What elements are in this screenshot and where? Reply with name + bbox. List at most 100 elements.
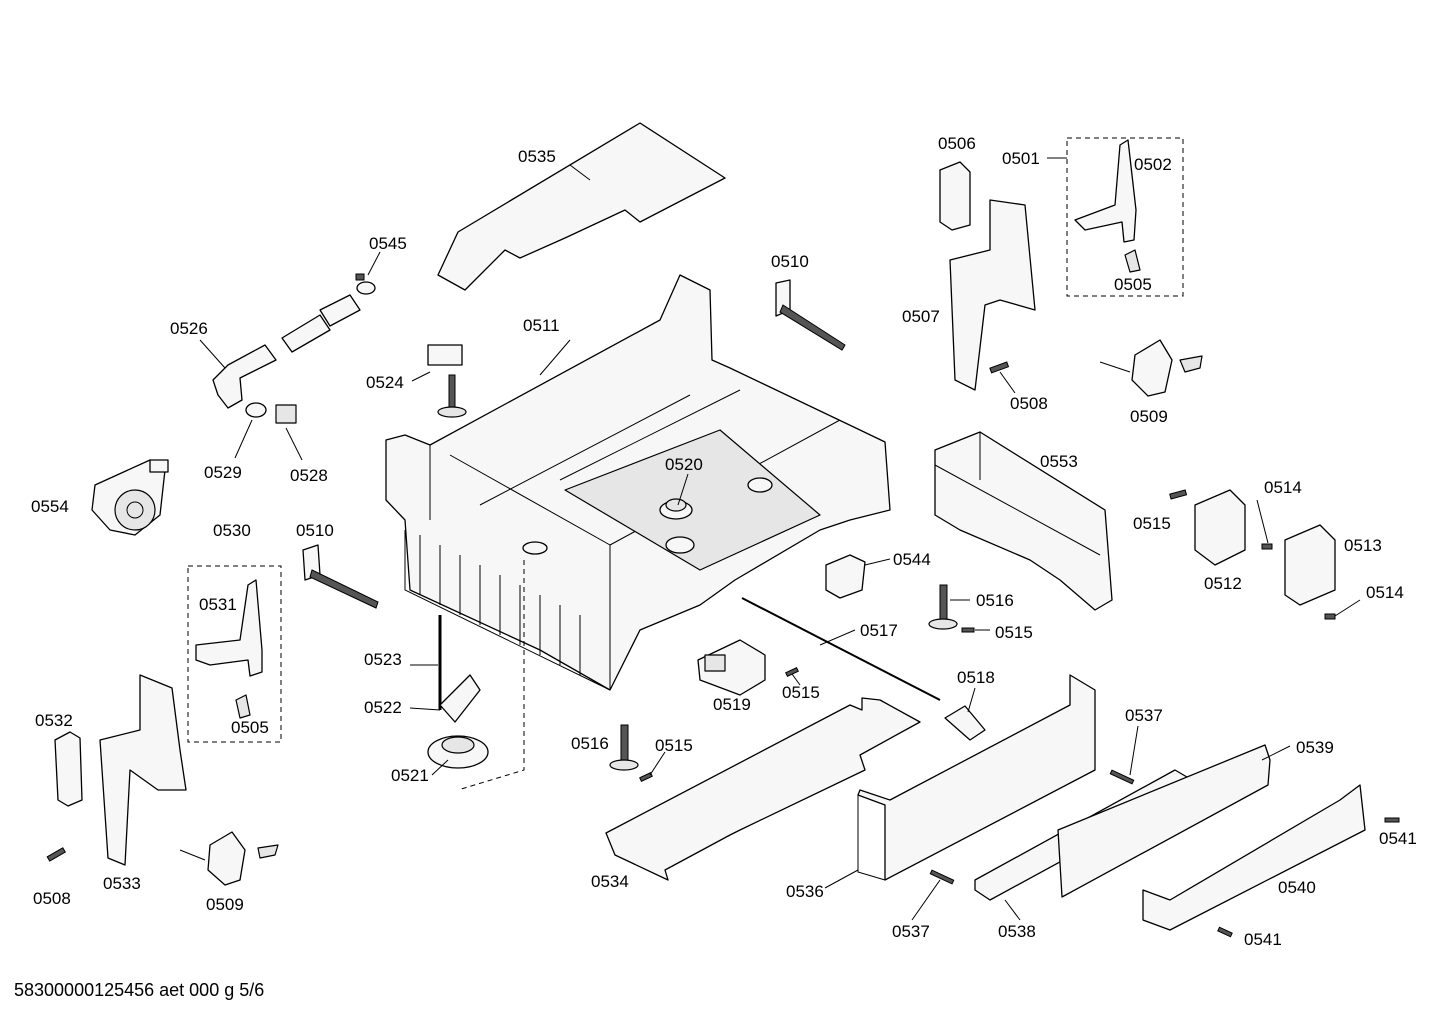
part-0541-screw-a	[1384, 817, 1400, 823]
part-0536-kickplate-frame	[857, 674, 1096, 881]
label-0539: 0539	[1296, 738, 1334, 757]
label-0541-bottom: 0541	[1244, 930, 1282, 949]
part-0526-drain-hose	[212, 294, 361, 409]
part-0512-housing	[1194, 489, 1246, 566]
label-0518: 0518	[957, 668, 995, 687]
label-0515-c: 0515	[782, 683, 820, 702]
group-0530-box	[187, 565, 282, 743]
label-0533: 0533	[103, 874, 141, 893]
part-0529-hose-clip	[245, 402, 267, 418]
part-0515-screw-c	[785, 666, 799, 678]
part-0509-sensor-right	[1099, 339, 1203, 397]
part-0515-screw-d	[639, 771, 653, 783]
label-0515-d: 0515	[655, 736, 693, 755]
label-0516-right: 0516	[976, 591, 1014, 610]
group-0501-box	[1066, 137, 1184, 297]
part-0519-inlet-valve	[697, 639, 766, 696]
part-0507-bracket	[949, 199, 1036, 391]
part-0510-spring-upper	[775, 279, 846, 351]
part-0534-base-plate	[605, 697, 921, 881]
label-0519: 0519	[713, 695, 751, 714]
part-0541-screw-b	[1217, 926, 1233, 938]
label-0510-lower: 0510	[296, 521, 334, 540]
label-0541-right: 0541	[1379, 829, 1417, 848]
part-0535-insulation-board	[437, 122, 726, 291]
part-0553-control-module	[934, 431, 1113, 611]
part-0554-drain-pump	[91, 459, 169, 536]
part-0544-valve	[825, 554, 866, 599]
label-0511: 0511	[523, 316, 560, 335]
part-0545-hose-clamp	[355, 273, 376, 295]
label-0501: 0501	[1002, 149, 1040, 168]
label-0514-lower: 0514	[1366, 583, 1404, 602]
part-0514-screw-b	[1324, 613, 1336, 620]
part-0511-base-tub	[385, 274, 891, 691]
label-0509-right: 0509	[1130, 407, 1168, 426]
label-0532: 0532	[35, 711, 73, 730]
label-0531: 0531	[199, 595, 237, 614]
leader-0521-dashed	[457, 560, 525, 791]
part-0524-foot	[427, 344, 467, 418]
label-0534: 0534	[591, 872, 629, 891]
label-0535: 0535	[518, 147, 556, 166]
label-0510-upper: 0510	[771, 252, 809, 271]
label-0508-right: 0508	[1010, 394, 1048, 413]
label-0522: 0522	[364, 698, 402, 717]
part-0515-screw-a	[1169, 489, 1188, 500]
part-0508-screw-left	[46, 847, 66, 862]
part-0517-rod	[741, 597, 941, 701]
part-0528-clip	[275, 404, 297, 424]
part-0516-foot-left	[609, 724, 639, 771]
label-0516-left: 0516	[571, 734, 609, 753]
part-0513-cover	[1284, 524, 1336, 606]
label-0508-left: 0508	[33, 889, 71, 908]
part-labels: 0535 0545 0526 0510 0511 0524 0529 0528 …	[31, 134, 1417, 949]
label-0515-b: 0515	[995, 623, 1033, 642]
label-0507: 0507	[902, 307, 940, 326]
label-0509-left: 0509	[206, 895, 244, 914]
part-0539-panel	[1057, 744, 1271, 898]
part-0515-screw-b	[961, 627, 975, 633]
label-0523: 0523	[364, 650, 402, 669]
part-0506-clip	[939, 161, 971, 231]
label-0553: 0553	[1040, 452, 1078, 471]
part-0540-toe-kick	[1142, 784, 1366, 931]
part-0514-screw-a	[1261, 543, 1273, 550]
label-0530: 0530	[213, 521, 251, 540]
label-0502: 0502	[1134, 155, 1172, 174]
label-0537-upper: 0537	[1125, 706, 1163, 725]
label-0545: 0545	[369, 234, 407, 253]
label-0528: 0528	[290, 466, 328, 485]
label-0505-right: 0505	[1114, 275, 1152, 294]
label-0514-upper: 0514	[1264, 478, 1302, 497]
part-0537-screw-b	[929, 869, 955, 885]
label-0540: 0540	[1278, 878, 1316, 897]
label-0544: 0544	[893, 550, 931, 569]
part-0509-sensor-left	[179, 831, 279, 886]
part-0516-foot-right	[928, 584, 958, 630]
drawing-reference-number: 58300000125456 aet 000 g 5/6	[14, 980, 265, 1000]
label-0538: 0538	[998, 922, 1036, 941]
label-0529: 0529	[204, 463, 242, 482]
label-0512: 0512	[1204, 574, 1242, 593]
label-0515-a: 0515	[1133, 514, 1171, 533]
label-0521: 0521	[391, 766, 429, 785]
part-0532-cover	[54, 731, 83, 807]
part-0520-float	[665, 498, 687, 512]
part-0522-sensor-wire	[439, 674, 481, 723]
part-0510-spring-lower	[302, 544, 379, 609]
label-0526: 0526	[170, 319, 208, 338]
label-0513: 0513	[1344, 536, 1382, 555]
label-0554: 0554	[31, 497, 69, 516]
part-0537-screw-a	[1109, 769, 1135, 785]
label-0537-lower: 0537	[892, 922, 930, 941]
label-0506: 0506	[938, 134, 976, 153]
part-0533-bracket	[99, 674, 187, 866]
part-0521-rotor	[427, 735, 489, 769]
leader-lines	[199, 157, 1361, 921]
part-0518-bushing	[944, 705, 986, 741]
label-0517: 0517	[860, 621, 898, 640]
label-0536: 0536	[786, 882, 824, 901]
label-0505-left: 0505	[231, 718, 269, 737]
